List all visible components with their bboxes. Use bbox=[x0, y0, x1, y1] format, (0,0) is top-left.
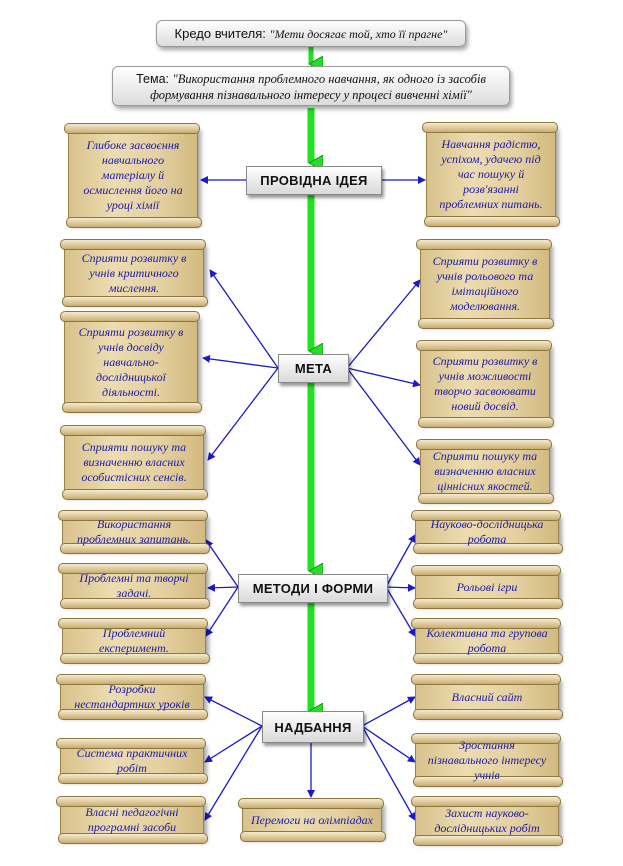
credo-quote: "Мети досягає той, хто її прагне" bbox=[269, 27, 448, 41]
gains-left-scroll-3: Власні педагогічні програмні засоби bbox=[56, 796, 208, 844]
topic-label: Тема: bbox=[136, 72, 170, 86]
gains-right-scroll-2: Зростання пізнавального інтересу учнів bbox=[411, 733, 563, 787]
gains-center-text: Перемоги на олімпіадах bbox=[251, 812, 373, 827]
gains-right-text-2: Зростання пізнавального інтересу учнів bbox=[427, 737, 547, 782]
gains-right-scroll-3: Захист науково-дослідницьких робіт bbox=[411, 796, 563, 846]
methods-left-scroll-2: Проблемні та творчі задачі. bbox=[58, 563, 210, 609]
goal-right-text-1: Сприяти розвитку в учнів рольового та ім… bbox=[432, 254, 538, 313]
topic-line2: формування пізнавального інтересу у проц… bbox=[150, 88, 472, 102]
goal-right-text-2: Сприяти розвитку в учнів можливості твор… bbox=[432, 354, 538, 413]
idea-left-text: Глибоке засвоєння навчального матеріалу … bbox=[83, 138, 183, 212]
gains-left-scroll-1: Розробки нестандартних уроків bbox=[56, 674, 208, 720]
methods-left-scroll-3: Проблемний експеримент. bbox=[58, 618, 210, 664]
gains-left-text-2: Система практичних робіт bbox=[76, 746, 188, 775]
methods-right-text-3: Колективна та групова робота bbox=[426, 626, 548, 655]
hub-methods-forms: МЕТОДИ І ФОРМИ bbox=[238, 574, 388, 603]
gains-center-scroll: Перемоги на олімпіадах bbox=[238, 798, 386, 842]
goal-left-text-3: Сприяти пошуку та визначенню власних осо… bbox=[81, 440, 187, 484]
blue-connectors bbox=[200, 176, 426, 821]
methods-right-scroll-3: Колективна та групова робота bbox=[411, 618, 563, 664]
methods-left-text-1: Використання проблемних запитань. bbox=[77, 517, 191, 546]
credo-label: Кредо вчителя: bbox=[174, 26, 266, 41]
goal-left-text-1: Сприяти розвитку в учнів критичного мисл… bbox=[81, 250, 187, 295]
goal-right-text-3: Сприяти пошуку та визначенню власних цін… bbox=[432, 449, 538, 493]
methods-left-scroll-1: Використання проблемних запитань. bbox=[58, 510, 210, 554]
methods-left-text-3: Проблемний експеримент. bbox=[99, 626, 169, 655]
topic-box: Тема: "Використання проблемного навчання… bbox=[112, 66, 510, 106]
goal-right-scroll-1: Сприяти розвитку в учнів рольового та ім… bbox=[416, 239, 554, 329]
methods-left-text-2: Проблемні та творчі задачі. bbox=[79, 571, 189, 600]
idea-right-text: Навчання радістю, успіхом, удачею під ча… bbox=[439, 137, 543, 211]
idea-left-scroll: Глибоке засвоєння навчального матеріалу … bbox=[64, 123, 202, 228]
methods-right-text-2: Рольові ігри bbox=[456, 579, 518, 594]
gains-right-text-3: Захист науково-дослідницьких робіт bbox=[434, 806, 540, 835]
gains-left-text-3: Власні педагогічні програмні засоби bbox=[85, 805, 179, 834]
hub-goal: МЕТА bbox=[278, 354, 349, 383]
methods-right-scroll-2: Рольові ігри bbox=[411, 565, 563, 609]
goal-right-scroll-3: Сприяти пошуку та визначенню власних цін… bbox=[416, 439, 554, 504]
gains-left-text-1: Розробки нестандартних уроків bbox=[74, 682, 190, 711]
goal-left-text-2: Сприяти розвитку в учнів досвіду навчаль… bbox=[78, 324, 184, 399]
idea-right-scroll: Навчання радістю, успіхом, удачею під ча… bbox=[422, 122, 560, 227]
gains-right-text-1: Власний сайт bbox=[451, 689, 523, 704]
goal-left-scroll-2: Сприяти розвитку в учнів досвіду навчаль… bbox=[60, 311, 202, 413]
hub-leading-idea: ПРОВІДНА ІДЕЯ bbox=[246, 166, 382, 195]
topic-line1: "Використання проблемного навчання, як о… bbox=[172, 72, 486, 86]
methods-right-text-1: Науково-дослідницька робота bbox=[430, 517, 544, 546]
gains-left-scroll-2: Система практичних робіт bbox=[56, 738, 208, 784]
hub-achievements: НАДБАННЯ bbox=[262, 711, 364, 743]
goal-left-scroll-1: Сприяти розвитку в учнів критичного мисл… bbox=[60, 239, 208, 307]
goal-left-scroll-3: Сприяти пошуку та визначенню власних осо… bbox=[60, 425, 208, 500]
gains-right-scroll-1: Власний сайт bbox=[411, 674, 563, 720]
goal-right-scroll-2: Сприяти розвитку в учнів можливості твор… bbox=[416, 340, 554, 428]
credo-box: Кредо вчителя: "Мети досягає той, хто її… bbox=[156, 20, 466, 47]
methods-right-scroll-1: Науково-дослідницька робота bbox=[411, 510, 563, 554]
